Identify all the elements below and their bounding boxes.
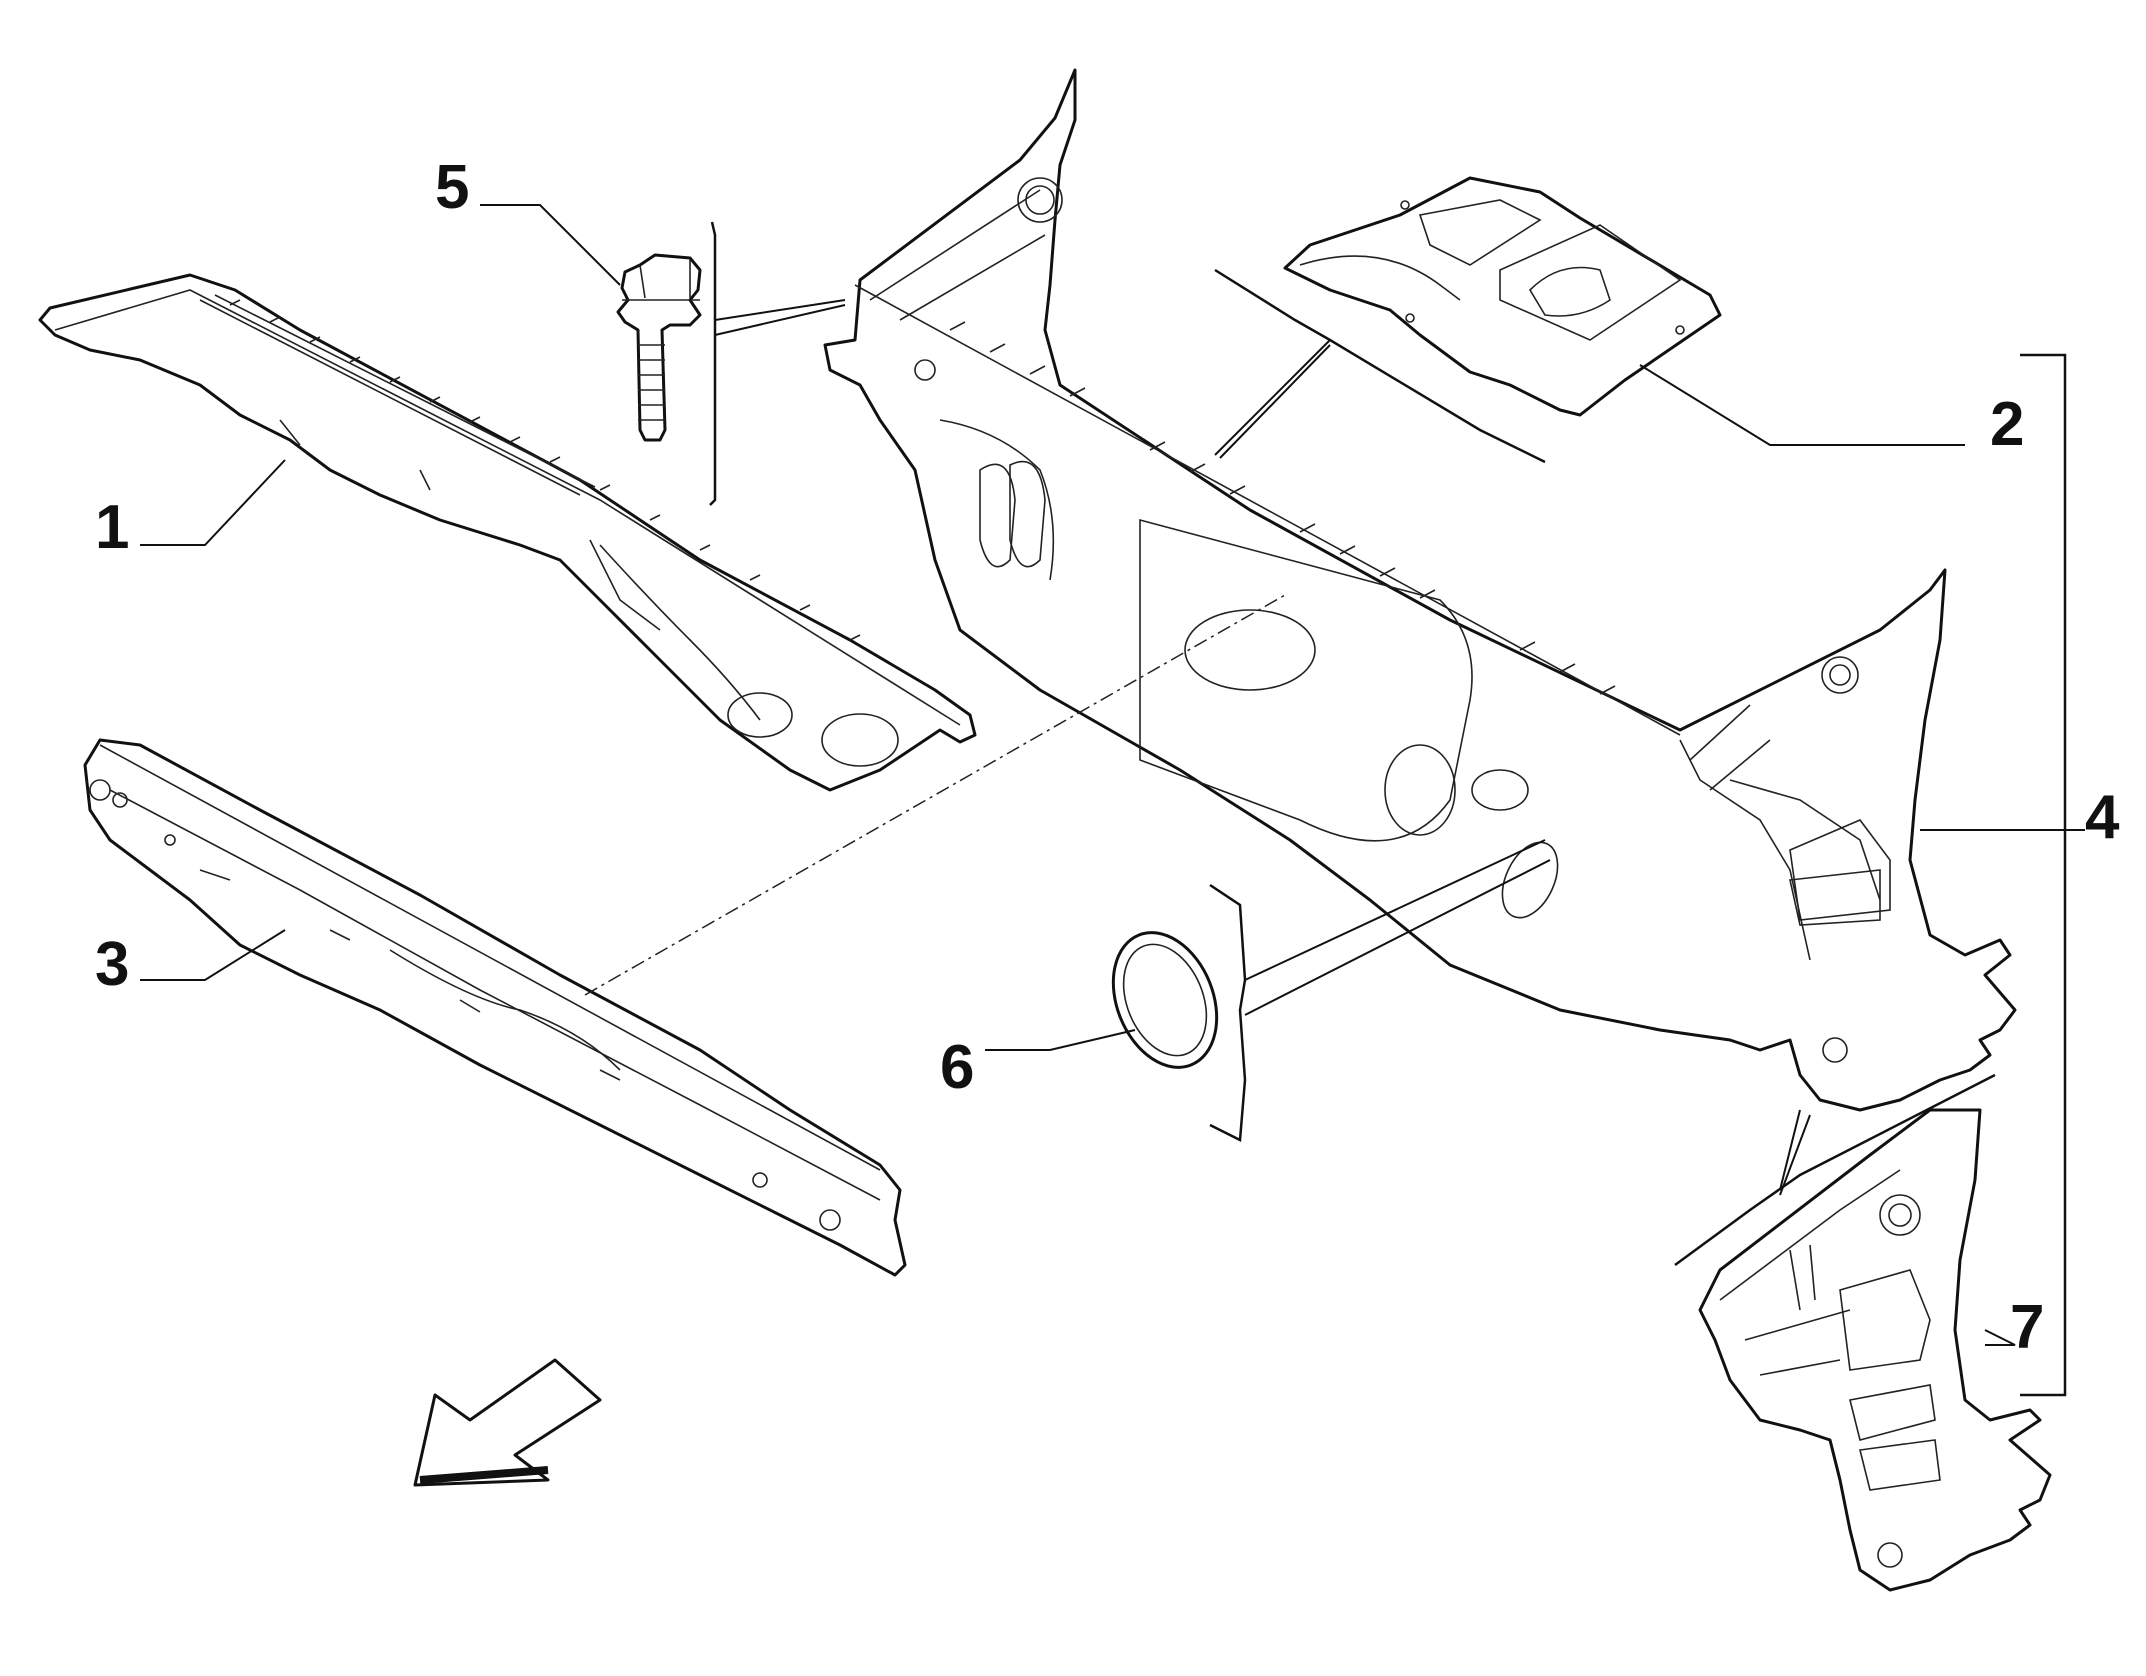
part-5-flange-bolt [616,253,702,442]
part-6-oval-plug [1111,931,1219,1069]
part-4-bulkhead-assembly [823,68,2017,1112]
front-direction-arrow [413,1358,602,1487]
part-1-upper-cowl-panel [38,273,977,792]
callout-labels: 1 2 3 4 5 6 7 [95,153,2120,1362]
part-7-side-panel [1698,1108,2052,1592]
callout-3: 3 [95,930,129,999]
callout-5: 5 [435,153,469,222]
callout-6: 6 [940,1033,974,1102]
callout-2: 2 [1990,390,2024,459]
callout-7: 7 [2010,1293,2044,1362]
leader-lines [140,204,2085,1397]
part-3-lower-cross-member [83,738,907,1277]
callout-4: 4 [2085,783,2120,852]
part-2-cover-plate [1283,176,1722,417]
callout-1: 1 [95,493,129,562]
